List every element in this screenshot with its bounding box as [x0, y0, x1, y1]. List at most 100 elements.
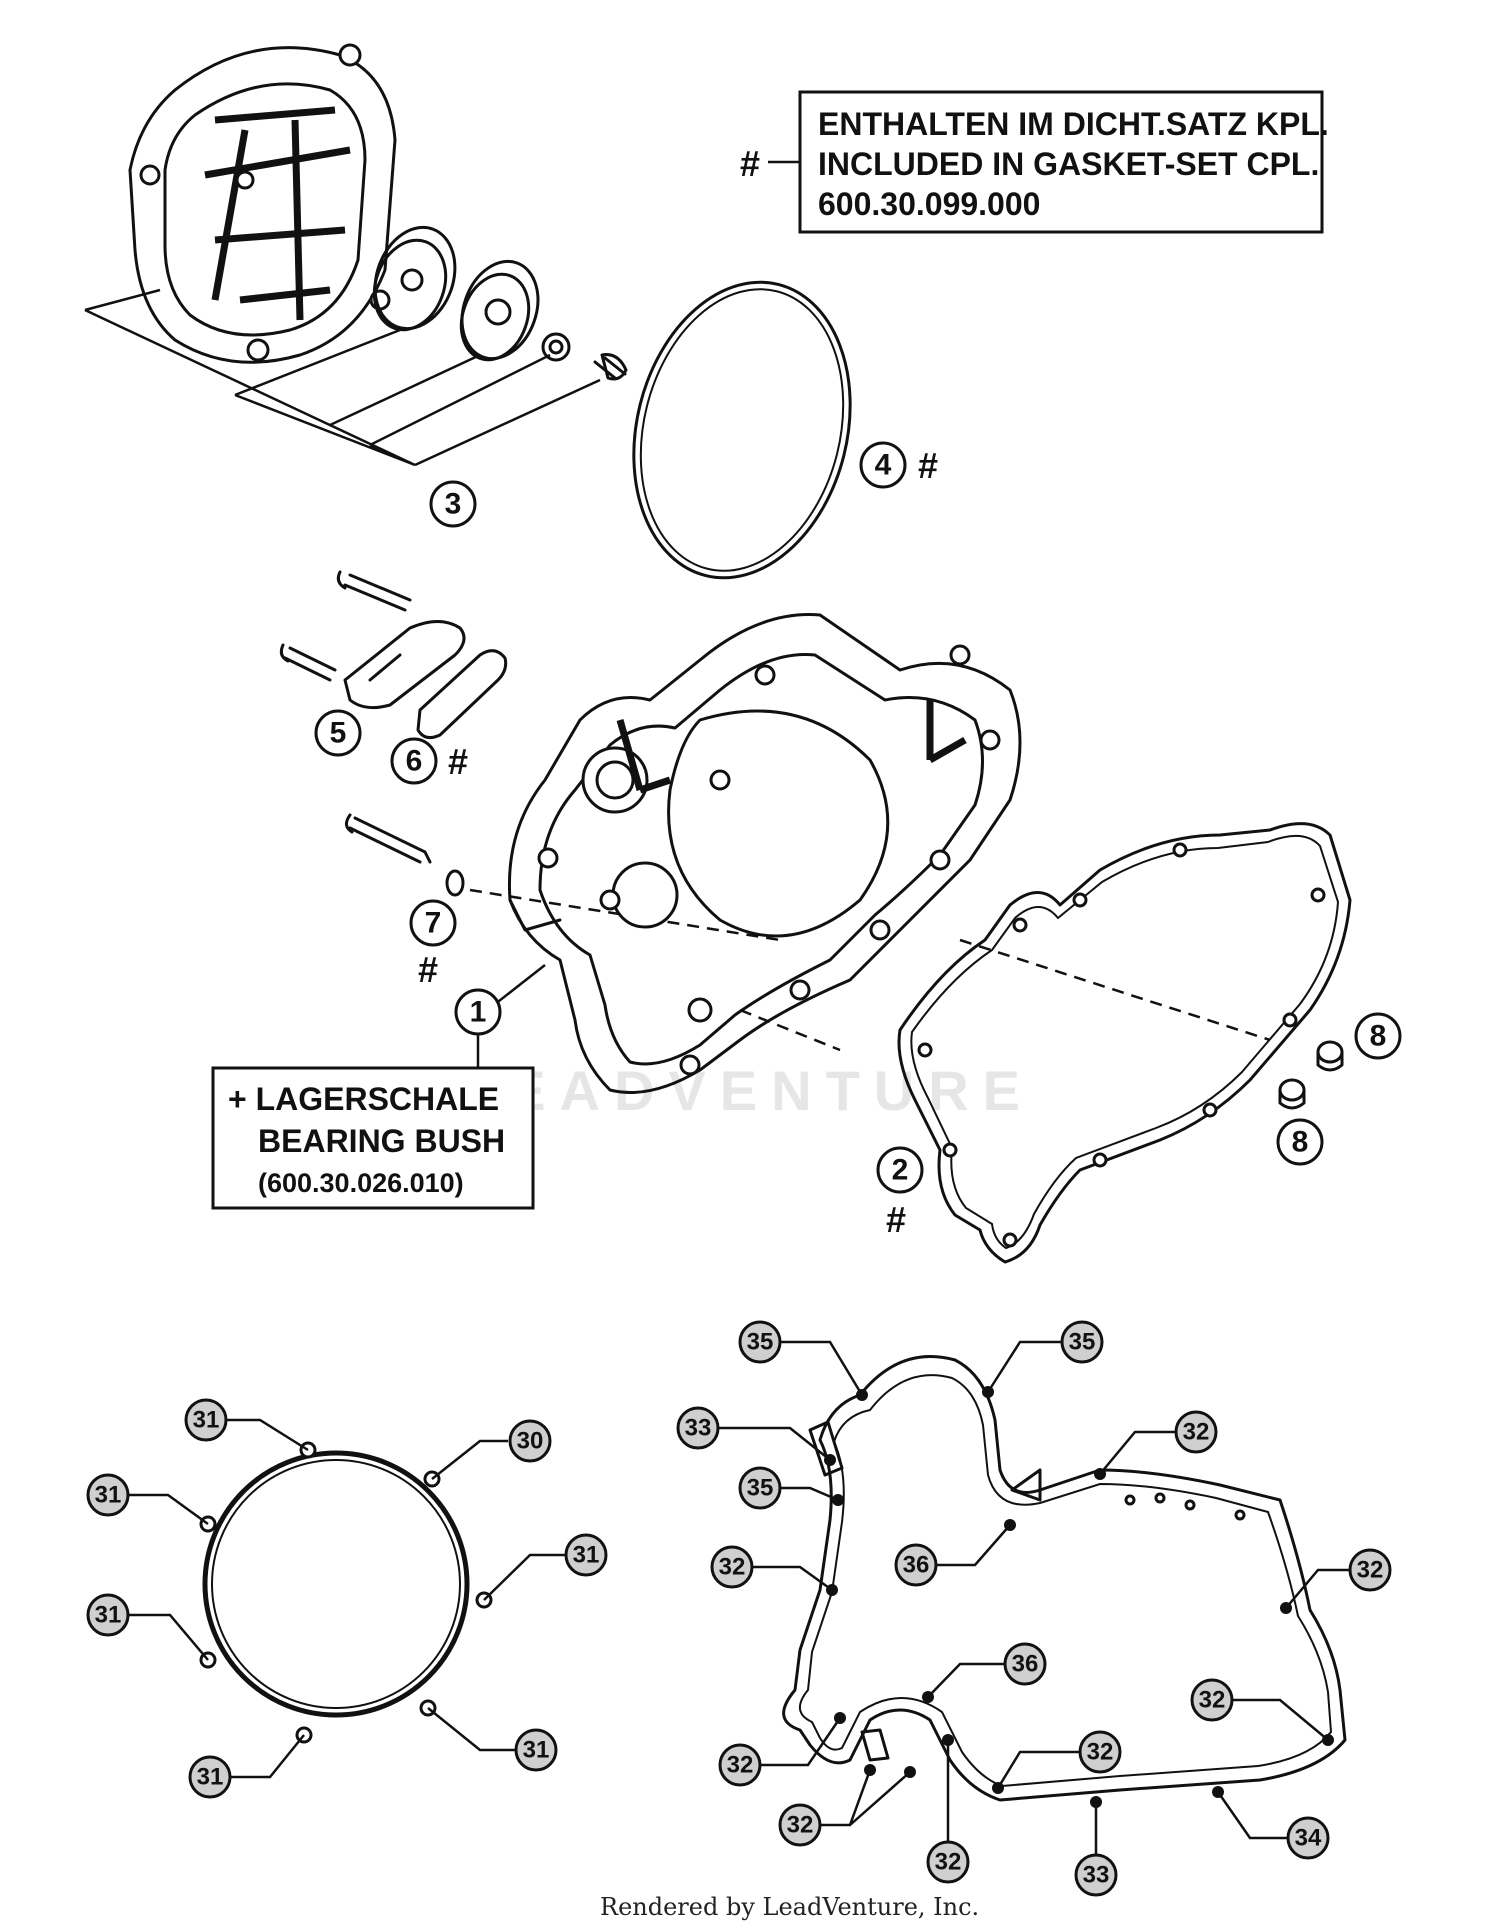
hash-2: #	[886, 1199, 906, 1240]
svg-text:32: 32	[935, 1849, 962, 1876]
gasket-callout-6: 36	[894, 1543, 938, 1587]
callout-7: 7	[409, 899, 457, 947]
gasket-callout-8: 32	[1348, 1548, 1392, 1592]
svg-text:8: 8	[1370, 1020, 1387, 1053]
cover-nut	[541, 332, 571, 362]
bearing-note-line-2: BEARING BUSH	[258, 1123, 505, 1159]
hash-7: #	[418, 949, 438, 990]
callout-6: 6	[390, 737, 438, 785]
watermark-text: LEADVENTURE	[460, 1059, 1034, 1122]
cover-plug-large	[372, 225, 457, 332]
bearing-bush-note-box	[211, 1066, 535, 1210]
svg-text:3: 3	[445, 488, 462, 521]
dowel-pin-upper	[1316, 1040, 1344, 1072]
callout-5: 5	[314, 709, 362, 757]
bearing-note-line-3: (600.30.026.010)	[258, 1168, 464, 1198]
svg-text:35: 35	[747, 1475, 774, 1502]
cover-screw	[593, 353, 628, 381]
gasket-callout-9: 36	[1003, 1642, 1047, 1686]
cover-plate-part-5	[343, 620, 466, 710]
bolt-part-7	[345, 813, 432, 864]
leader-3	[84, 288, 601, 467]
bearing-note-line-1: + LAGERSCHALE	[228, 1081, 499, 1117]
ring-callout-7: 31	[188, 1755, 232, 1799]
svg-text:31: 31	[95, 1482, 122, 1509]
o-ring-part-4	[632, 280, 852, 580]
gasket-callout-7: 32	[710, 1545, 754, 1589]
svg-text:31: 31	[197, 1764, 224, 1791]
gasket-set-note-line-2: INCLUDED IN GASKET-SET CPL.	[818, 146, 1319, 182]
washer-part-7	[445, 869, 465, 897]
crankcase-part-1	[507, 613, 1022, 1094]
svg-text:2: 2	[892, 1154, 909, 1187]
svg-text:31: 31	[573, 1542, 600, 1569]
gasket-callout-4: 32	[1174, 1410, 1218, 1454]
ring-callout-2: 30	[508, 1419, 552, 1463]
svg-text:32: 32	[1183, 1419, 1210, 1446]
gasket-callout-13: 32	[778, 1803, 822, 1847]
ring-callouts: 31 30 31 31 31 31 31	[86, 1398, 608, 1799]
gasket-callout-3: 33	[676, 1406, 720, 1450]
svg-text:32: 32	[1357, 1557, 1384, 1584]
svg-text:33: 33	[685, 1415, 712, 1442]
callout-4: 4	[859, 441, 907, 489]
footer-credit: Rendered by LeadVenture, Inc.	[600, 1893, 979, 1921]
ring-callout-4: 31	[564, 1533, 608, 1577]
ring-callout-5: 31	[86, 1593, 130, 1637]
svg-text:33: 33	[1083, 1862, 1110, 1889]
svg-text:31: 31	[523, 1737, 550, 1764]
callout-8-upper: 8	[1354, 1012, 1402, 1060]
ring-callout-1: 31	[184, 1398, 228, 1442]
gasket-callout-5: 35	[738, 1466, 782, 1510]
svg-text:35: 35	[1069, 1329, 1096, 1356]
ring-callout-6: 31	[514, 1728, 558, 1772]
callout-1: 1	[454, 988, 502, 1036]
gasket-leaders	[718, 1340, 1350, 1855]
gasket-callout-16: 34	[1286, 1816, 1330, 1860]
cover-plug-small	[459, 259, 540, 362]
svg-text:36: 36	[1012, 1651, 1039, 1678]
ignition-cover	[128, 43, 397, 364]
gasket-part-2	[897, 822, 1352, 1264]
svg-text:35: 35	[747, 1329, 774, 1356]
svg-text:6: 6	[406, 745, 423, 778]
hash-4: #	[918, 445, 938, 486]
svg-text:1: 1	[470, 996, 487, 1029]
gasket-callout-11: 32	[718, 1743, 762, 1787]
svg-text:36: 36	[903, 1552, 930, 1579]
hash-note: #	[740, 143, 760, 184]
svg-text:31: 31	[95, 1602, 122, 1629]
svg-text:32: 32	[727, 1752, 754, 1779]
gasket-part-6	[416, 649, 508, 740]
svg-text:5: 5	[330, 717, 347, 750]
gasket-set-note-line-3: 600.30.099.000	[818, 186, 1040, 222]
svg-text:8: 8	[1292, 1126, 1309, 1159]
gasket-callout-14: 32	[926, 1840, 970, 1884]
crankcase-gasket-detail	[782, 1355, 1347, 1808]
svg-text:7: 7	[425, 907, 442, 940]
svg-text:30: 30	[517, 1428, 544, 1455]
gasket-callouts: 35 35 33 32 35 36 32 32 36 32 32 32 32 3…	[676, 1320, 1392, 1897]
dowel-pin-lower	[1278, 1078, 1306, 1110]
svg-text:32: 32	[1199, 1687, 1226, 1714]
gasket-callout-12: 32	[1078, 1730, 1122, 1774]
hash-6: #	[448, 741, 468, 782]
gasket-callout-2: 35	[1060, 1320, 1104, 1364]
ring-leaders	[128, 1418, 566, 1779]
ring-gasket	[199, 1441, 493, 1744]
callout-8-lower: 8	[1276, 1118, 1324, 1166]
svg-text:32: 32	[1087, 1739, 1114, 1766]
svg-text:31: 31	[193, 1407, 220, 1434]
svg-text:34: 34	[1295, 1825, 1322, 1852]
svg-text:4: 4	[875, 449, 892, 482]
svg-text:32: 32	[719, 1554, 746, 1581]
gasket-callout-1: 35	[738, 1320, 782, 1364]
gasket-set-note-line-1: ENTHALTEN IM DICHT.SATZ KPL.	[818, 106, 1329, 142]
callout-2: 2	[876, 1146, 924, 1194]
gasket-callout-15: 33	[1074, 1853, 1118, 1897]
callout-3: 3	[429, 480, 477, 528]
ring-callout-3: 31	[86, 1473, 130, 1517]
svg-text:32: 32	[787, 1812, 814, 1839]
gasket-callout-10: 32	[1190, 1678, 1234, 1722]
